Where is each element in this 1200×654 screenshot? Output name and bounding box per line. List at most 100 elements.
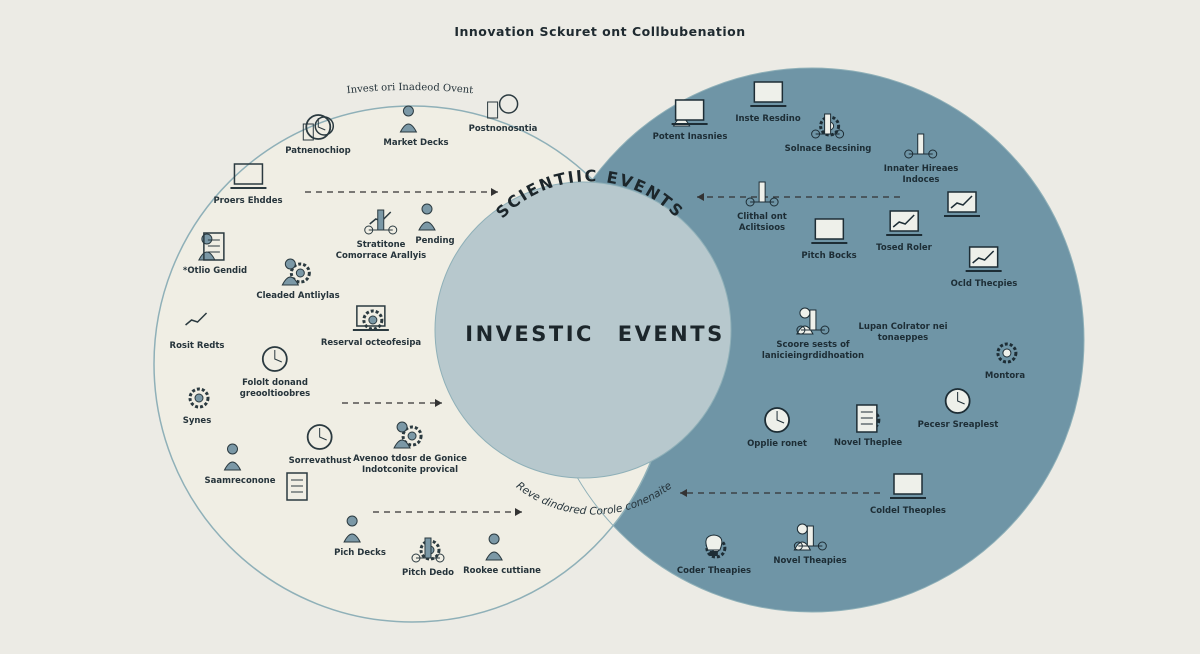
node-label: Cleaded Antliylas	[256, 291, 340, 301]
diagram-node: Ocld Thecpies	[950, 243, 1018, 290]
node-label: Sorrevathust	[288, 456, 352, 466]
node-label: Synes	[182, 416, 212, 426]
node-label: Inste Resdino	[735, 114, 801, 124]
diagram-node: Proers Ehddes	[213, 160, 283, 207]
diagram-node: Saamreconone	[205, 440, 276, 487]
coins-target-icon	[302, 114, 334, 141]
diagram-node: Rookee cuttiane	[463, 530, 541, 577]
diagram-node: Potent Inasnies	[652, 96, 728, 143]
diagram-node: Tosed Roler	[876, 207, 932, 254]
diagram-node: Novel Theapies	[773, 520, 847, 567]
document-gear-icon	[856, 404, 881, 433]
node-label: Coldel Theoples	[870, 506, 946, 516]
node-label: Pitch Bocks	[801, 251, 857, 261]
node-label: Saamreconone	[204, 476, 276, 486]
tablet-chart-icon	[944, 191, 980, 217]
diagram-node: *Otlio Gendid	[183, 230, 247, 277]
node-label: Innater Hireaes	[883, 164, 959, 174]
gears-arrow-icon	[811, 113, 845, 139]
node-label: Pich Decks	[334, 548, 386, 558]
diagram-node	[278, 470, 318, 506]
center-circle	[434, 181, 732, 479]
arrow-head-icon	[435, 399, 442, 407]
growth-icon	[185, 312, 208, 326]
node-label: Novel Theapies	[773, 556, 847, 566]
node-label: Pending	[415, 236, 455, 246]
node-label: Clithal ont	[737, 212, 787, 222]
badge-icon	[307, 424, 333, 450]
node-label: Aclitsioos	[738, 223, 786, 233]
node-label: Market Decks	[383, 138, 449, 148]
diagram-title: Innovation Sckuret ont Collbubenation	[454, 24, 746, 39]
node-label: greooltioobres	[239, 389, 311, 399]
left-arc-label: Invest ori Inadeod Ovent	[346, 82, 474, 96]
diagram-node: Montora	[985, 335, 1025, 382]
node-label: Comorrace Arallyis	[335, 251, 427, 261]
node-label: Indoces	[902, 175, 940, 185]
diagram-node: Sorrevathust	[288, 420, 352, 467]
gear-icon	[996, 342, 1018, 364]
money-box-icon	[487, 94, 519, 119]
node-label: tonaeppes	[877, 333, 929, 343]
diagram-node: Opplie ronet	[747, 403, 807, 450]
diagram-node: Coldel Theoples	[870, 470, 946, 517]
dashboard-icon	[230, 163, 266, 189]
monitor-gear-icon	[353, 305, 389, 331]
group-icon	[343, 515, 361, 543]
people-icon	[485, 533, 503, 561]
gear-icon	[188, 387, 210, 409]
node-label: Proers Ehddes	[213, 196, 283, 206]
center-main-label: INVESTIC EVENTS	[465, 322, 725, 346]
diagram-node: Pitch Dedo	[402, 532, 454, 579]
diagram-node: Patnenochiop	[285, 110, 351, 157]
monitor-graph-icon	[965, 246, 1002, 272]
node-label: Reserval octeofesipa	[320, 338, 422, 348]
machine-icon	[904, 133, 938, 159]
diagram-node: Pitch Bocks	[801, 215, 857, 262]
node-label: Rosit Redts	[169, 341, 225, 351]
globe-icon	[764, 407, 790, 433]
network-icon	[745, 181, 779, 207]
group-icon	[418, 203, 436, 231]
node-label: Scoore sests of	[776, 340, 850, 350]
team-icon	[399, 105, 417, 133]
node-label: Coder Theapies	[676, 566, 752, 576]
diagram-node: Reserval octeofesipa	[321, 302, 421, 349]
node-label: Lupan Colrator nei	[858, 322, 948, 332]
laptop-grid-icon	[749, 81, 786, 107]
diagram-node: Synes	[177, 380, 217, 427]
diagram-node: Pich Decks	[334, 512, 386, 559]
node-label: Rookee cuttiane	[463, 566, 541, 576]
node-label: Novel Theplee	[833, 438, 903, 448]
node-label: Opplie ronet	[747, 439, 807, 449]
node-label: *Otlio Gendid	[182, 266, 248, 276]
laptop-user-icon	[672, 99, 708, 127]
node-label: Pitch Dedo	[401, 568, 455, 578]
node-label: Potent Inasnies	[652, 132, 728, 142]
network-people-icon	[793, 523, 827, 551]
people-tools-icon	[796, 307, 830, 335]
node-label: Ocld Thecpies	[950, 279, 1018, 289]
gear-tube-icon	[411, 537, 445, 563]
eye-icon	[262, 346, 288, 372]
node-label: Solnace Becsining	[784, 144, 872, 154]
node-label: Fololt donand	[242, 378, 308, 388]
node-label: Montora	[984, 371, 1026, 381]
diagram-node: Novel Theplee	[834, 402, 902, 449]
node-label: Postnonosntia	[468, 124, 538, 134]
node-label: Patnenochiop	[285, 146, 351, 156]
diagram-node: Market Decks	[383, 102, 449, 149]
chart-chess-icon	[364, 209, 398, 235]
diagram-node: Cleaded Antliylas	[256, 255, 340, 302]
diagram-node: Pecesr Sreaplest	[918, 384, 998, 431]
arrow-head-icon	[680, 489, 687, 497]
clock-gear-icon	[945, 388, 971, 414]
arrow-head-icon	[697, 193, 704, 201]
checklist-icon	[286, 472, 308, 501]
diagram-node: Postnonosntia	[468, 88, 538, 135]
